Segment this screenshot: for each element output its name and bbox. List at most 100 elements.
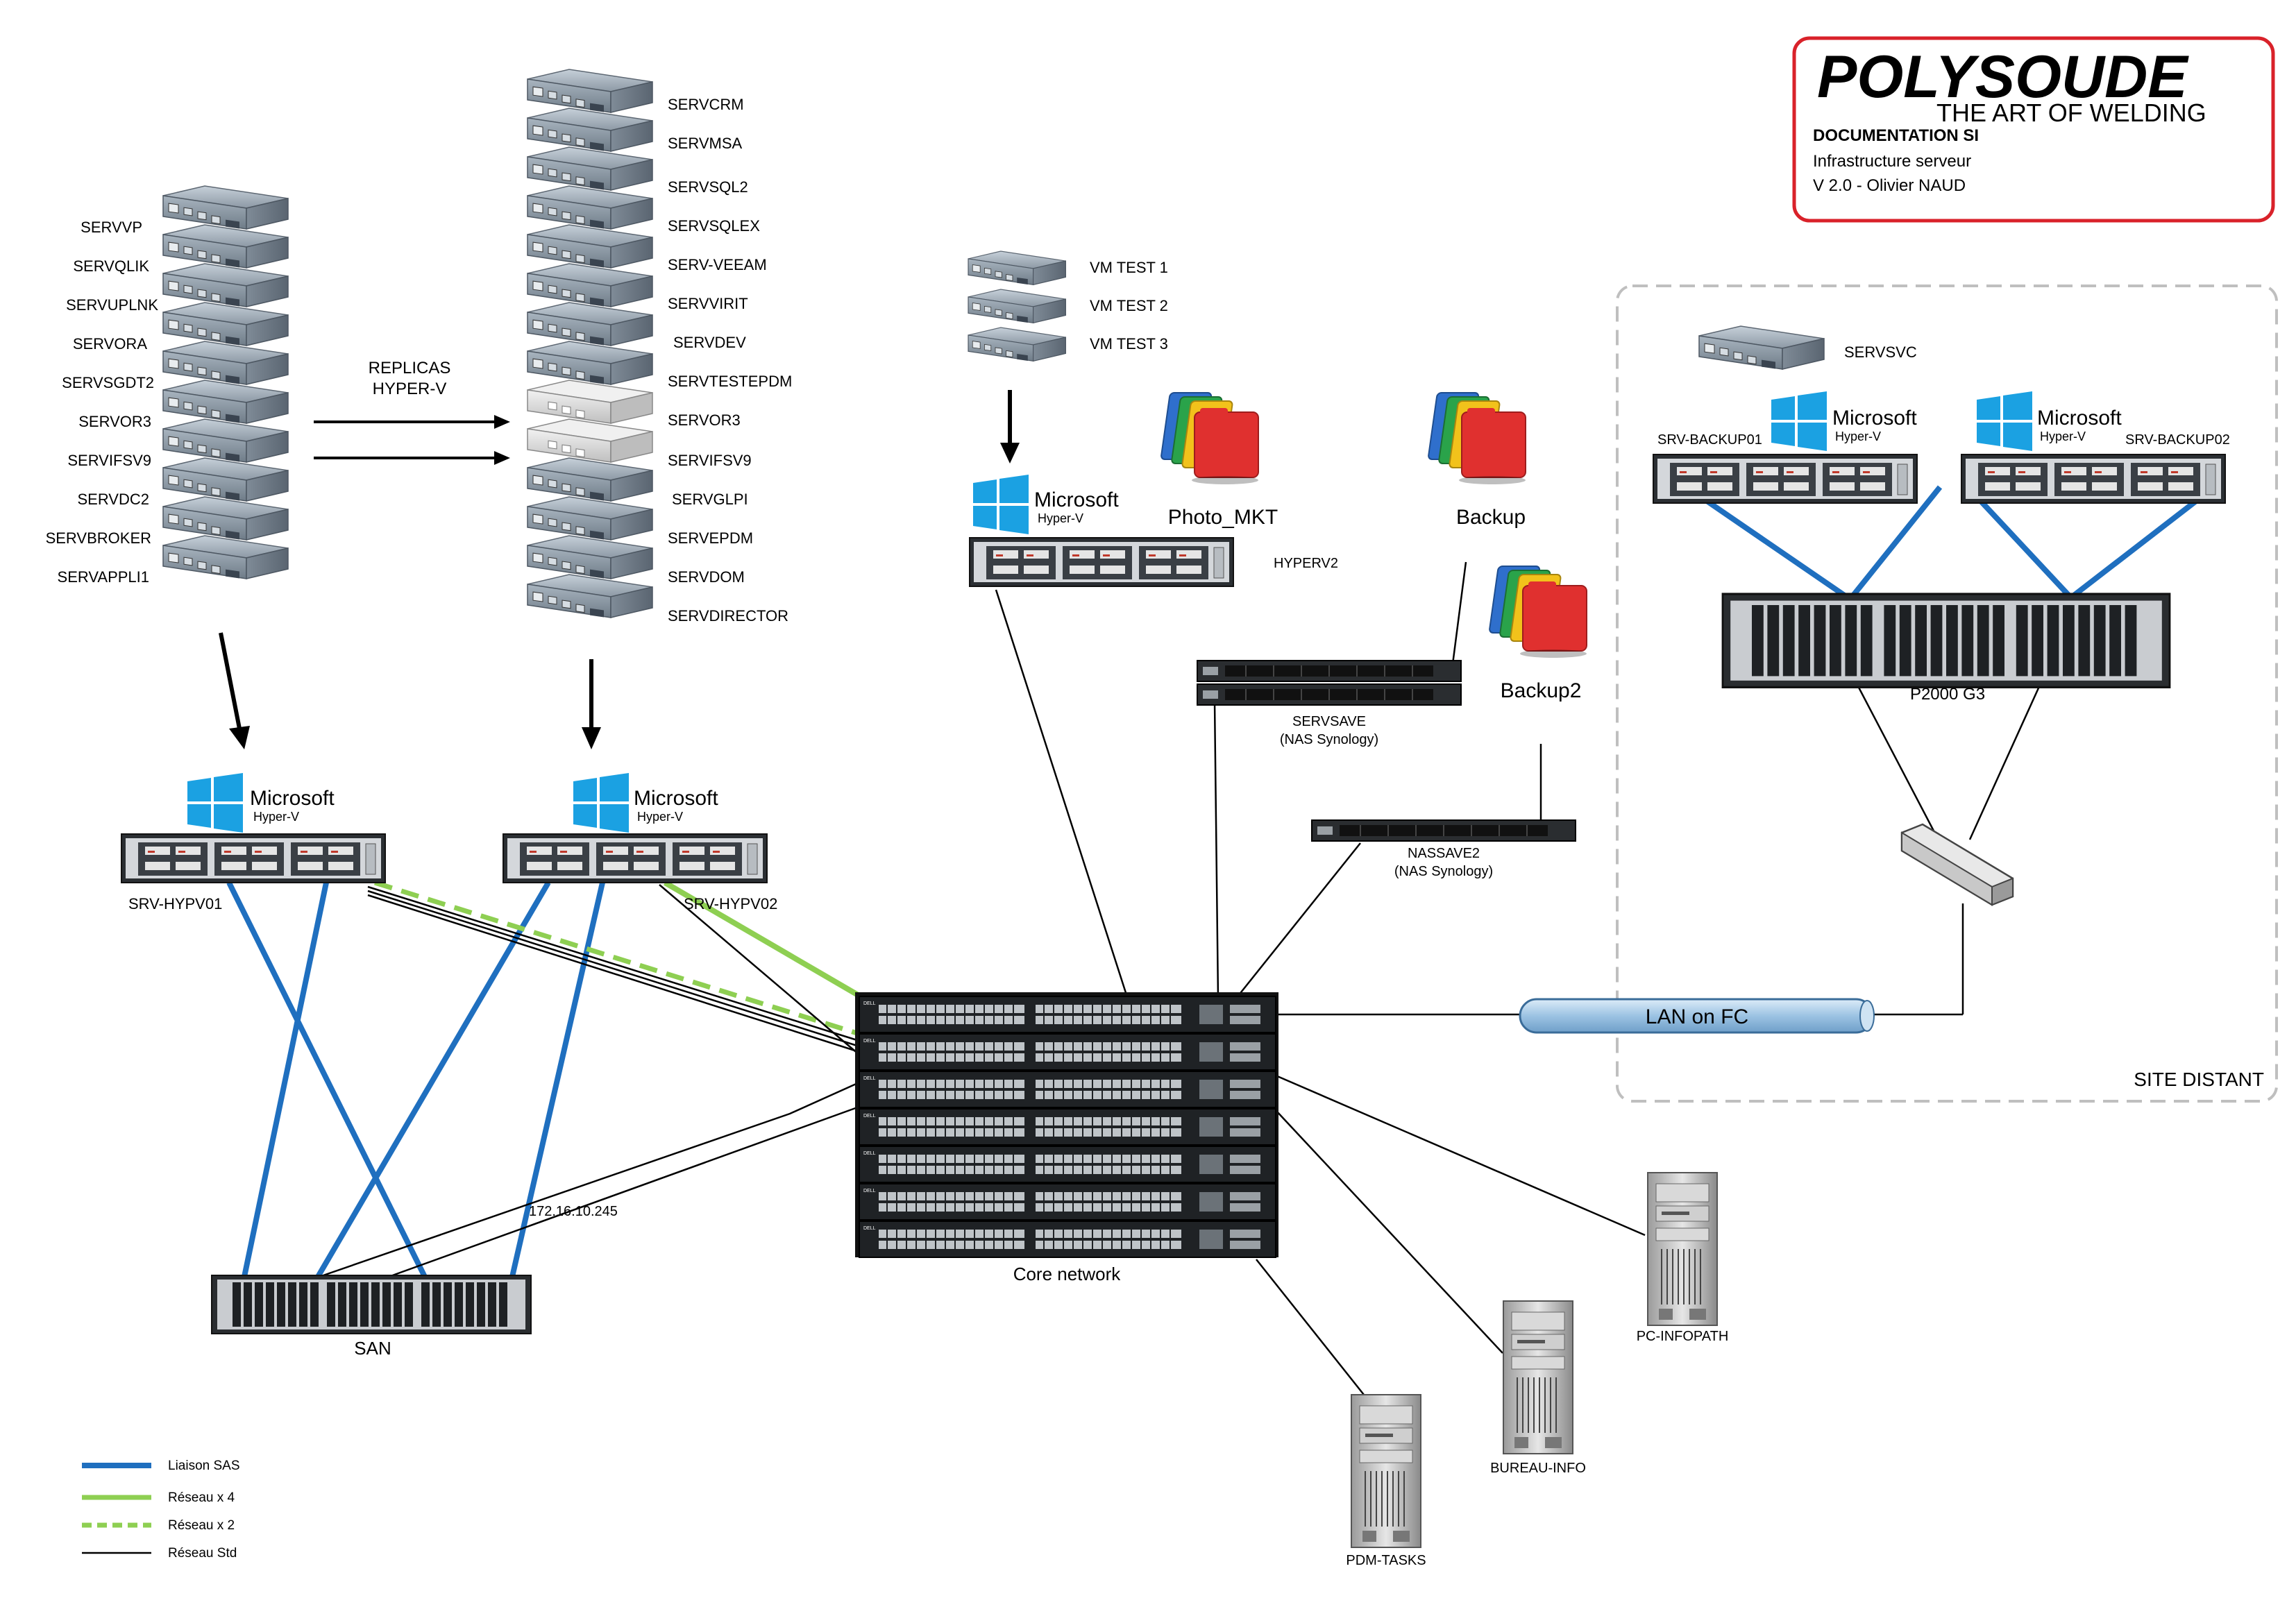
doc-subtitle: Infrastructure serveur xyxy=(1813,152,1971,171)
legend-label: Réseau x 4 xyxy=(168,1490,235,1505)
link-reseau-x2 xyxy=(373,880,861,1037)
share-backup: Backup xyxy=(1426,392,1526,529)
vm-label: SERVBROKER xyxy=(46,529,151,547)
folder-icon xyxy=(1426,392,1526,485)
vm-label: SERVGLPI xyxy=(672,491,748,508)
share-backup2: Backup2 xyxy=(1487,566,1587,702)
vm-label: SERVDIRECTOR xyxy=(668,607,788,624)
svg-text:Backup: Backup xyxy=(1456,506,1526,529)
doc-version: V 2.0 - Olivier NAUD xyxy=(1813,176,1966,195)
legend-label: Liaison SAS xyxy=(168,1459,240,1473)
vm-label: SERVCRM xyxy=(668,96,744,113)
vm-label: SERVOR3 xyxy=(78,413,151,430)
site-distant-frame xyxy=(1616,284,2278,1103)
doc-title: DOCUMENTATION SI xyxy=(1813,126,1979,145)
san-array: SAN 172.16.10.245 xyxy=(211,1204,618,1359)
svg-text:Microsoft: Microsoft xyxy=(1832,407,1917,430)
legend: Liaison SAS Réseau x 4 Réseau x 2 Réseau… xyxy=(82,1459,240,1561)
svg-text:LAN on FC: LAN on FC xyxy=(1646,1005,1748,1028)
lan-on-fc-link: LAN on FC xyxy=(1519,998,1875,1034)
host-backup01: Microsoft Hyper-V SRV-BACKUP01 xyxy=(1653,391,1918,504)
svg-text:PC-INFOPATH: PC-INFOPATH xyxy=(1637,1329,1729,1344)
vm-label: SERVORA xyxy=(73,335,148,352)
vm-label: SERVIFSV9 xyxy=(67,452,151,469)
vm-label: SERVSGDT2 xyxy=(62,374,154,391)
host-label: SRV-HYPV02 xyxy=(684,895,777,912)
folder-icon xyxy=(1487,566,1587,658)
pc-infopath: PC-INFOPATH xyxy=(1637,1172,1729,1344)
svg-text:Hyper-V: Hyper-V xyxy=(1038,511,1083,525)
pc-bureau-info: BUREAU-INFO xyxy=(1490,1300,1586,1476)
svg-text:Microsoft: Microsoft xyxy=(250,787,335,810)
vm-label: SERVMSA xyxy=(668,135,743,152)
svg-text:SAN: SAN xyxy=(354,1338,391,1359)
svg-text:Hyper-V: Hyper-V xyxy=(253,810,299,824)
windows-logo-icon xyxy=(187,773,243,833)
svg-text:Backup2: Backup2 xyxy=(1501,679,1582,702)
vm-label: SERVAPPLI1 xyxy=(58,568,149,586)
host-servsvc: SERVSVC xyxy=(1698,325,1917,370)
core-switch-stack: Core network xyxy=(855,992,1278,1284)
vm-stack-replica: SERVCRM SERVMSA SERVSQL2 SERVSQLEX SERV-… xyxy=(527,69,792,624)
share-photo-mkt: Photo_MKT xyxy=(1158,392,1278,529)
fc-switch xyxy=(1900,823,2014,906)
svg-text:Hyper-V: Hyper-V xyxy=(1835,430,1881,443)
svg-text:Microsoft: Microsoft xyxy=(2037,407,2122,430)
vm-label: SERV-VEEAM xyxy=(668,256,767,273)
svg-text:Hyper-V: Hyper-V xyxy=(637,810,683,824)
vm-label: SERVIFSV9 xyxy=(668,452,752,469)
vm-label: SERVEPDM xyxy=(668,529,753,547)
svg-text:Hyper-V: Hyper-V xyxy=(2040,430,2086,443)
replica-label-line1: REPLICAS xyxy=(369,359,451,377)
host-label: HYPERV2 xyxy=(1274,556,1338,571)
p2000-array: P2000 G3 xyxy=(1721,593,2171,704)
host-backup02: Microsoft Hyper-V SRV-BACKUP02 xyxy=(1961,391,2230,504)
svg-text:NASSAVE2: NASSAVE2 xyxy=(1408,846,1480,861)
vm-label: SERVOR3 xyxy=(668,411,741,429)
connections xyxy=(226,484,2216,1395)
windows-logo-icon xyxy=(1771,391,1827,451)
vm-label: SERVQLIK xyxy=(73,257,149,275)
windows-logo-icon xyxy=(1977,391,2032,451)
logo-tagline: THE ART OF WELDING xyxy=(1936,99,2206,127)
vm-label: SERVDOM xyxy=(668,568,745,586)
san-ip-label: 172.16.10.245 xyxy=(529,1204,618,1219)
pc-pdm-tasks: PDM-TASKS xyxy=(1346,1394,1426,1568)
vm-test-stack: VM TEST 1 VM TEST 2 VM TEST 3 xyxy=(968,250,1168,464)
svg-text:(NAS Synology): (NAS Synology) xyxy=(1394,864,1493,879)
svg-text:Microsoft: Microsoft xyxy=(1034,488,1119,511)
vm-label: SERVTESTEPDM xyxy=(668,373,792,390)
svg-text:SERVSVC: SERVSVC xyxy=(1844,343,1917,361)
link-reseau-x4 xyxy=(663,880,861,999)
nas-nassave2: NASSAVE2 (NAS Synology) xyxy=(1311,819,1576,879)
windows-logo-icon xyxy=(973,475,1029,534)
host-hypv01: Microsoft Hyper-V SRV-HYPV01 xyxy=(121,773,386,912)
doc-info-box: POLYSOUDE THE ART OF WELDING DOCUMENTATI… xyxy=(1792,36,2275,223)
sas-links xyxy=(226,484,2216,1279)
replica-arrows: REPLICAS HYPER-V xyxy=(314,359,510,465)
vm-test-label: VM TEST 1 xyxy=(1090,259,1168,276)
vm-label: SERVDEV xyxy=(673,334,746,351)
logo-wordmark: POLYSOUDE xyxy=(1817,44,2189,110)
host-label: SRV-HYPV01 xyxy=(128,895,222,912)
std-links xyxy=(319,561,2042,1395)
vm-label: SERVVIRIT xyxy=(668,295,748,312)
vm-label: SERVSQL2 xyxy=(668,178,748,196)
stack-arrows xyxy=(219,632,601,749)
svg-text:PDM-TASKS: PDM-TASKS xyxy=(1346,1553,1426,1568)
legend-label: Réseau x 2 xyxy=(168,1518,235,1533)
windows-logo-icon xyxy=(573,773,629,833)
folder-icon xyxy=(1158,392,1259,485)
svg-text:SERVSAVE: SERVSAVE xyxy=(1292,714,1366,729)
vm-label: SERVDC2 xyxy=(77,491,149,508)
svg-text:BUREAU-INFO: BUREAU-INFO xyxy=(1490,1461,1586,1476)
svg-text:(NAS Synology): (NAS Synology) xyxy=(1280,732,1378,747)
nas-servsave: SERVSAVE (NAS Synology) xyxy=(1197,660,1462,747)
vm-label: SERVSQLEX xyxy=(668,217,760,235)
svg-text:P2000 G3: P2000 G3 xyxy=(1910,685,1985,704)
legend-label: Réseau Std xyxy=(168,1546,237,1561)
vm-stack-primary: SERVVP SERVQLIK SERVUPLNK SERVORA SERVSG… xyxy=(46,185,289,586)
vm-label: SERVUPLNK xyxy=(66,296,158,314)
vm-label: SERVVP xyxy=(81,219,142,236)
